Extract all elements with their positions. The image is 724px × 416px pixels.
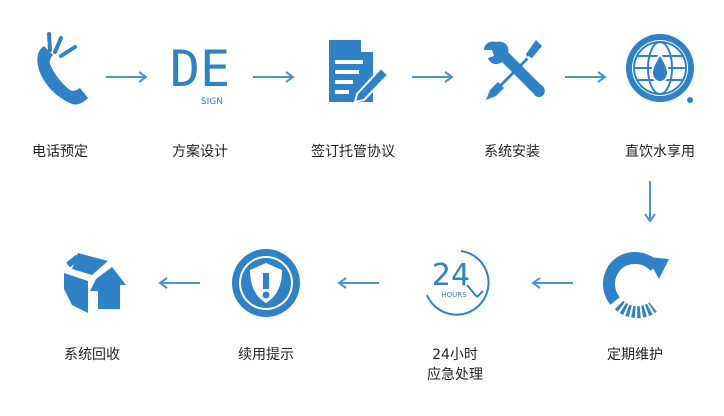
- step-label: 电话预定: [32, 144, 88, 160]
- step-label: 系统安装: [484, 144, 540, 160]
- arrow-right-icon: [565, 71, 607, 83]
- arrow-right-icon: [253, 71, 295, 83]
- clock-number: 24: [432, 258, 470, 293]
- tools-icon: [484, 40, 545, 100]
- water-globe-icon: [626, 34, 694, 103]
- step-label: 签订托管协议: [311, 144, 395, 160]
- document-pen-icon: [329, 40, 390, 104]
- warning-shield-icon: [232, 249, 300, 317]
- arrow-down-icon: [644, 181, 656, 223]
- step-label: 定期维护: [607, 347, 663, 363]
- refresh-icon: [603, 252, 669, 318]
- step-plan-design: DE SIGN 方案设计: [140, 30, 260, 162]
- clock-24-icon: 24 HOURS: [426, 250, 490, 316]
- recycle-house-icon: [64, 253, 126, 313]
- step-contract: 签订托管协议: [293, 30, 413, 162]
- step-renewal: 续用提示: [206, 245, 326, 365]
- step-emergency: 24 HOURS 24小时 应急处理: [395, 245, 515, 385]
- design-sub-text: SIGN: [201, 97, 223, 106]
- step-label-line-1: 24小时: [432, 347, 478, 363]
- step-drink: 直饮水享用: [600, 30, 720, 162]
- arrow-right-icon: [412, 71, 454, 83]
- step-label: 系统回收: [64, 347, 120, 363]
- step-label: 方案设计: [172, 144, 228, 160]
- step-recycle: 系统回收: [32, 245, 152, 365]
- step-phone-booking: 电话预定: [0, 30, 120, 162]
- step-maintenance: 定期维护: [575, 245, 695, 365]
- step-install: 系统安装: [452, 30, 572, 162]
- arrow-left-icon: [158, 277, 200, 289]
- step-label: 续用提示: [238, 347, 294, 363]
- step-label-line-2: 应急处理: [427, 367, 483, 383]
- clock-sub-text: HOURS: [441, 291, 467, 299]
- arrow-right-icon: [106, 71, 148, 83]
- step-label: 直饮水享用: [625, 144, 695, 160]
- arrow-left-icon: [337, 277, 379, 289]
- arrow-left-icon: [531, 277, 573, 289]
- phone-icon: [37, 32, 88, 105]
- design-letters: DE: [170, 40, 230, 98]
- design-logo-icon: DE SIGN: [170, 40, 230, 106]
